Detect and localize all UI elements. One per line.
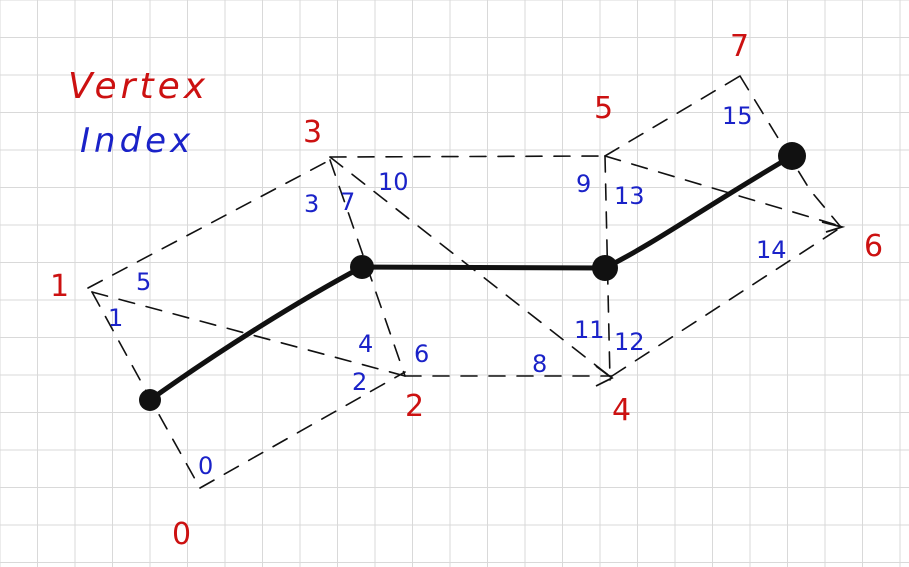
vertex-label-3: 3 xyxy=(303,115,322,150)
vertex-label-0: 0 xyxy=(172,517,191,552)
edge-0-2 xyxy=(199,371,406,489)
dashed-wireframe xyxy=(87,75,841,489)
polyline-node-1 xyxy=(139,389,161,411)
vertex-label-7: 7 xyxy=(730,29,749,64)
vertex-label-1: 1 xyxy=(50,269,69,304)
edge-3-5 xyxy=(329,155,606,158)
polyline-nodes xyxy=(139,142,806,411)
arrowhead-at-6 xyxy=(821,221,846,233)
legend-vertex-label: Vertex xyxy=(68,66,209,107)
index-label-15: 15 xyxy=(722,102,753,130)
vertex-label-4: 4 xyxy=(612,393,631,428)
index-label-5: 5 xyxy=(136,268,151,296)
index-label-11: 11 xyxy=(574,316,605,344)
index-label-9: 9 xyxy=(576,170,591,198)
polyline-node-2 xyxy=(350,255,374,279)
edge-1-3 xyxy=(87,159,331,289)
edge-4-6 xyxy=(611,227,841,377)
vertex-label-2: 2 xyxy=(405,389,424,424)
vertex-labels: 0 1 2 3 4 5 6 7 xyxy=(50,29,883,552)
index-label-10: 10 xyxy=(378,168,409,196)
index-label-8: 8 xyxy=(532,350,547,378)
polyline-node-3 xyxy=(592,255,618,281)
index-label-6: 6 xyxy=(414,340,429,368)
polyline-node-4 xyxy=(778,142,806,170)
legend-index-label: Index xyxy=(80,121,194,161)
index-label-0: 0 xyxy=(198,452,213,480)
index-label-13: 13 xyxy=(614,182,645,210)
center-polyline xyxy=(147,153,795,403)
index-labels: 0 1 2 3 4 5 6 7 8 9 10 11 12 13 14 15 xyxy=(108,102,787,480)
index-label-2: 2 xyxy=(352,368,367,396)
edge-7-6 xyxy=(739,75,841,227)
edge-0-1 xyxy=(91,291,201,489)
edge-5-7 xyxy=(604,75,741,157)
index-label-7: 7 xyxy=(340,188,355,216)
vertex-label-6: 6 xyxy=(864,229,883,264)
index-label-12: 12 xyxy=(614,328,645,356)
arrowhead-at-4 xyxy=(595,365,614,387)
index-label-4: 4 xyxy=(358,330,373,358)
arrowheads xyxy=(595,221,846,387)
index-label-14: 14 xyxy=(756,236,787,264)
index-label-1: 1 xyxy=(108,304,123,332)
vertex-label-5: 5 xyxy=(594,91,613,126)
edge-5-6 xyxy=(604,155,841,227)
index-label-3: 3 xyxy=(304,190,319,218)
